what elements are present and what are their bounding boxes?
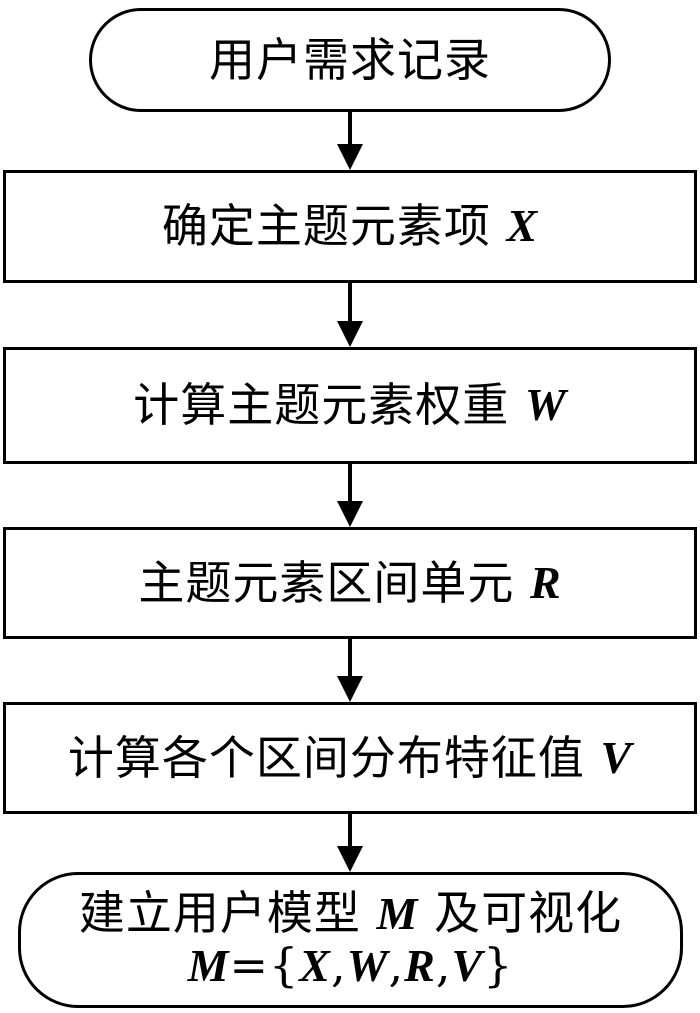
step-interval-units: 主题元素区间单元 R [3,527,697,639]
step-interval-units-label: 主题元素区间单元 [138,555,515,610]
step-compute-weights-label: 计算主题元素权重 [133,378,510,433]
formula-close-brace: } [483,938,514,992]
step-determine-elements-label: 确定主题元素项 [161,199,491,254]
formula-sep-3: , [435,938,452,992]
step-compute-features: 计算各个区间分布特征值 V [3,702,697,814]
arrow-1 [337,112,363,170]
arrow-4 [337,639,363,702]
formula-m: M [187,940,230,991]
formula-x: X [299,940,331,991]
end-node: 建立用户模型 M 及可视化 M={X,W,R,V} [18,872,683,1008]
step-compute-weights: 计算主题元素权重 W [3,347,697,464]
start-label: 用户需求记录 [209,32,491,87]
formula-equals: = [229,938,270,992]
end-title-prefix: 建立用户模型 [78,886,361,941]
variable-w: W [524,379,567,431]
start-node: 用户需求记录 [89,8,611,112]
variable-v: V [600,731,633,783]
formula-w: W [346,940,389,991]
arrow-5 [337,814,363,872]
formula-v: V [451,940,484,991]
formula-sep-2: , [388,938,405,992]
end-title-suffix: 及可视化 [434,886,623,941]
arrow-3 [337,464,363,527]
variable-x: X [506,200,539,252]
formula-r: R [404,940,436,991]
variable-m: M [376,888,419,940]
model-formula: M={X,W,R,V} [187,938,514,992]
formula-sep-1: , [330,938,347,992]
step-compute-features-label: 计算各个区间分布特征值 [67,730,585,785]
step-determine-elements: 确定主题元素项 X [3,170,697,283]
variable-r: R [529,556,562,608]
arrow-2 [337,283,363,347]
formula-open-brace: { [269,938,300,992]
end-title: 建立用户模型 M 及可视化 [79,888,622,940]
